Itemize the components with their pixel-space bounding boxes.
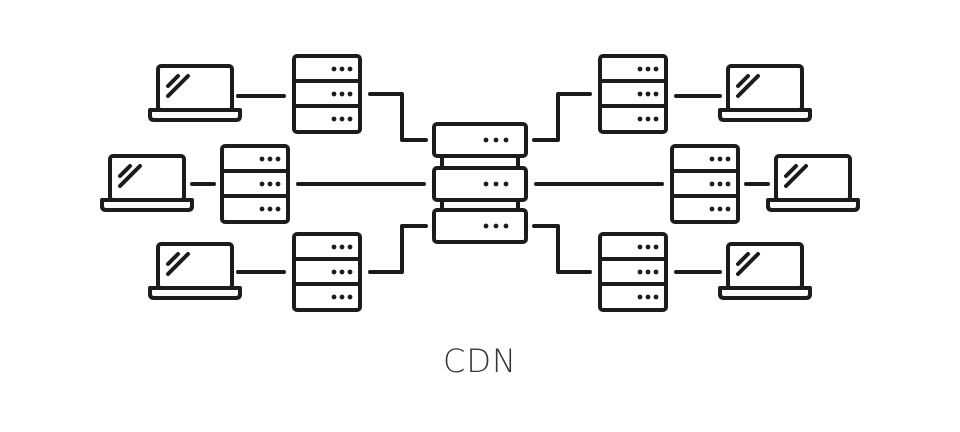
connection-line	[368, 224, 428, 274]
connection-line	[532, 224, 592, 274]
laptop-icon	[148, 64, 242, 122]
connection-line	[368, 92, 428, 142]
laptop-icon	[766, 154, 860, 212]
laptop-icon	[718, 242, 812, 300]
server-icon	[220, 144, 290, 224]
laptop-icon	[148, 242, 242, 300]
central-server-icon	[432, 122, 528, 244]
server-icon	[598, 232, 668, 312]
server-icon	[292, 232, 362, 312]
server-icon	[670, 144, 740, 224]
connections	[190, 92, 770, 274]
laptop-icon	[718, 64, 812, 122]
laptop-icon	[100, 154, 194, 212]
server-icon	[292, 54, 362, 134]
diagram-caption: CDN	[443, 342, 517, 380]
connection-line	[532, 92, 592, 142]
server-icon	[598, 54, 668, 134]
